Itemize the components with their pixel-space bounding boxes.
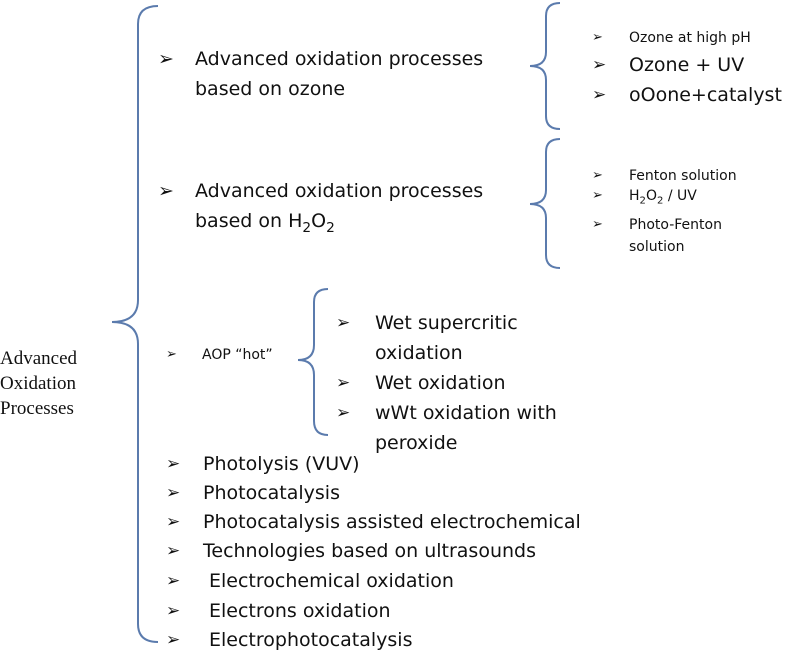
- hot-item-wet-oxidation: Wet oxidation: [375, 372, 506, 394]
- bullet-arrow-icon: ➢: [592, 30, 603, 45]
- bullet-arrow-icon: ➢: [592, 168, 603, 183]
- h2o2-item-uv: H2O2 / UV: [629, 188, 697, 207]
- bullet-arrow-icon: ➢: [166, 512, 181, 532]
- hot-item-wwt-line1: wWt oxidation with: [375, 402, 557, 424]
- h2o2-group-label-line2: based on H2O2: [195, 210, 335, 236]
- h2o2-item-fenton: Fenton solution: [629, 168, 737, 184]
- hot-brace: [297, 288, 329, 436]
- process-photocatalysis-electrochemical: Photocatalysis assisted electrochemical: [203, 511, 581, 533]
- h2o2-brace: [529, 138, 561, 269]
- bullet-arrow-icon: ➢: [592, 217, 603, 232]
- ozone-brace: [529, 2, 561, 130]
- h2o2-item-photo-fenton-line1: Photo-Fenton: [629, 217, 722, 233]
- process-photolysis: Photolysis (VUV): [203, 453, 360, 475]
- main-brace: [111, 5, 159, 643]
- bullet-arrow-icon: ➢: [592, 188, 603, 203]
- root-label-line2: Oxidation: [0, 373, 76, 394]
- ozone-item-uv: Ozone + UV: [629, 54, 745, 76]
- hot-item-supercritic-line2: oxidation: [375, 342, 463, 364]
- process-electrophotocatalysis: Electrophotocatalysis: [209, 629, 413, 651]
- bullet-arrow-icon: ➢: [336, 403, 351, 423]
- bullet-arrow-icon: ➢: [336, 373, 351, 393]
- hot-item-wwt-line2: peroxide: [375, 432, 458, 454]
- process-electrons-oxidation: Electrons oxidation: [209, 600, 391, 622]
- bullet-arrow-icon: ➢: [166, 630, 181, 650]
- ozone-item-catalyst: oOone+catalyst: [629, 84, 782, 106]
- ozone-group-label-line1: Advanced oxidation processes: [195, 48, 484, 70]
- bullet-arrow-icon: ➢: [166, 541, 181, 561]
- bullet-arrow-icon: ➢: [336, 313, 351, 333]
- hot-group-label: AOP “hot”: [202, 347, 273, 363]
- bullet-arrow-icon: ➢: [166, 347, 177, 362]
- bullet-arrow-icon: ➢: [166, 571, 181, 591]
- ozone-item-high-ph: Ozone at high pH: [629, 30, 751, 46]
- hot-item-supercritic-line1: Wet supercritic: [375, 312, 518, 334]
- bullet-arrow-icon: ➢: [592, 55, 607, 75]
- bullet-arrow-icon: ➢: [592, 85, 607, 105]
- ozone-group-label-line2: based on ozone: [195, 78, 346, 100]
- bullet-arrow-icon: ➢: [166, 601, 181, 621]
- root-label-line1: Advanced: [0, 348, 78, 369]
- process-photocatalysis: Photocatalysis: [203, 482, 340, 504]
- bullet-arrow-icon: ➢: [166, 454, 181, 474]
- process-ultrasounds: Technologies based on ultrasounds: [203, 540, 536, 562]
- bullet-arrow-icon: ➢: [158, 48, 174, 70]
- process-electrochemical-oxidation: Electrochemical oxidation: [209, 570, 454, 592]
- h2o2-item-photo-fenton-line2: solution: [629, 239, 685, 255]
- bullet-arrow-icon: ➢: [158, 180, 174, 202]
- h2o2-group-label-line1: Advanced oxidation processes: [195, 180, 484, 202]
- root-label-line3: Processes: [0, 398, 74, 419]
- bullet-arrow-icon: ➢: [166, 483, 181, 503]
